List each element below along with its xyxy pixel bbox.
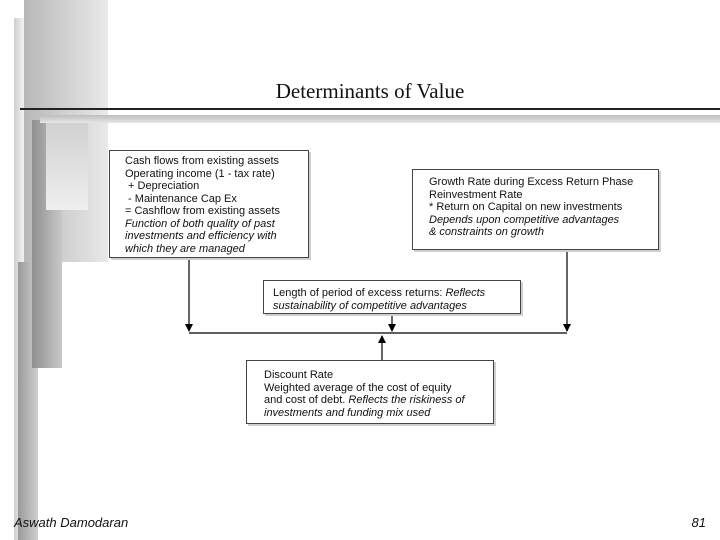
excess-return-period-note: sustainability of competitive advantages <box>273 299 467 312</box>
existing-assets-note: investments and efficiency with <box>125 230 277 242</box>
growth-rate-line: Reinvestment Rate <box>429 188 523 201</box>
existing-assets-line: Operating income (1 - tax rate) <box>125 167 275 180</box>
title-underline <box>20 108 720 110</box>
growth-rate-note: & constraints on growth <box>429 226 544 238</box>
title-shadow-bar <box>40 115 720 123</box>
page-title: Determinants of Value <box>275 79 465 103</box>
growth-rate-note: Depends upon competitive advantages <box>429 213 620 226</box>
existing-assets-line: = Cashflow from existing assets <box>125 205 280 217</box>
existing-assets-line: - Maintenance Cap Ex <box>125 192 237 205</box>
existing-assets-heading: Cash flows from existing assets <box>125 155 280 167</box>
discount-rate-box: Discount Rate Weighted average of the co… <box>246 360 494 424</box>
discount-rate-line: Weighted average of the cost of equity <box>264 381 452 394</box>
discount-rate-line: and cost of debt. Reflects the riskiness… <box>264 394 483 407</box>
discount-rate-italic: Reflects the riskiness of <box>348 394 465 406</box>
growth-rate-heading: Growth Rate during Excess Return Phase <box>429 176 634 188</box>
growth-rate-line: * Return on Capital on new investments <box>429 201 623 213</box>
excess-return-period-text: Length of period of excess returns: <box>273 287 446 299</box>
page-number: 81 <box>691 515 706 530</box>
discount-rate-text: and cost of debt. <box>264 394 349 406</box>
footer-author: Aswath Damodaran <box>14 515 129 530</box>
excess-return-period-line: Length of period of excess returns: Refl… <box>273 287 510 300</box>
existing-assets-line: + Depreciation <box>125 180 200 192</box>
excess-return-period-box: Length of period of excess returns: Refl… <box>263 280 521 314</box>
discount-rate-heading: Discount Rate <box>264 369 334 381</box>
decor-bar-5 <box>46 120 88 210</box>
existing-assets-box: Cash flows from existing assets Operatin… <box>109 150 309 258</box>
excess-return-period-italic: Reflects <box>445 287 486 299</box>
discount-rate-note: investments and funding mix used <box>264 406 431 419</box>
existing-assets-note: which they are managed <box>125 242 245 255</box>
growth-rate-box: Growth Rate during Excess Return Phase R… <box>412 169 659 250</box>
existing-assets-note: Function of both quality of past <box>125 217 275 230</box>
